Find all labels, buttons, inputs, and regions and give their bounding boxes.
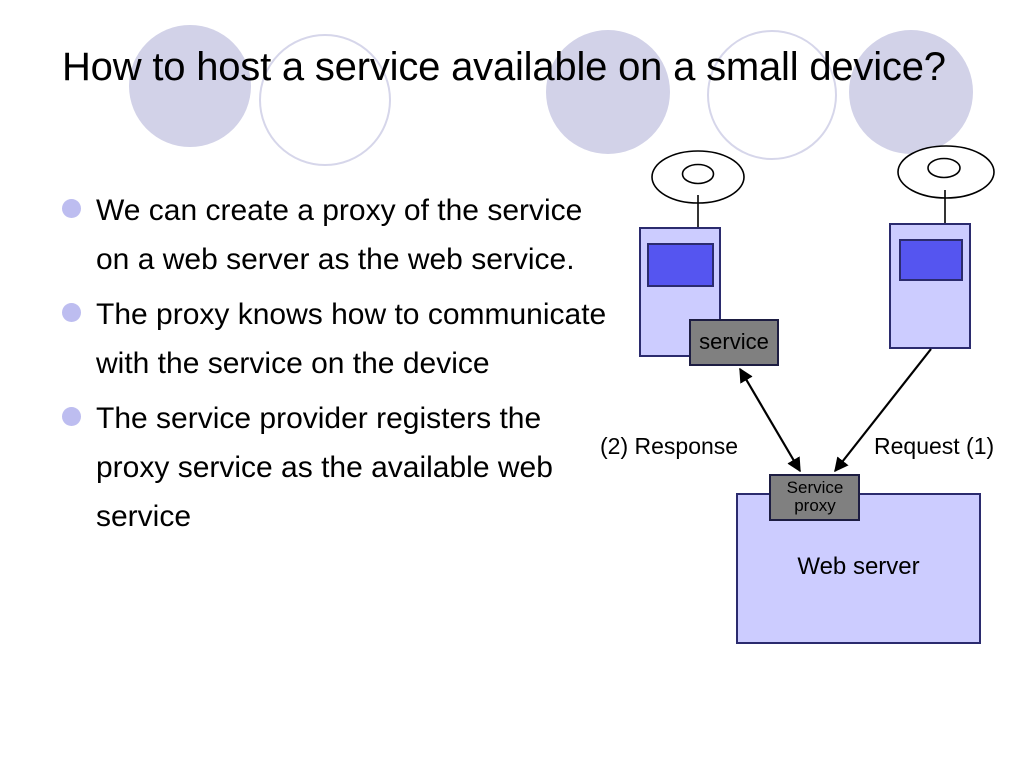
bullet-list: We can create a proxy of the service on … [62, 186, 622, 547]
bullet-dot-icon [62, 303, 81, 322]
bullet-text: We can create a proxy of the service on … [96, 194, 583, 276]
service-box-label: service [699, 329, 769, 354]
left-device-antenna-icon [651, 150, 745, 228]
service-proxy-box [769, 474, 860, 521]
bullet-text: The service provider registers the proxy… [96, 402, 553, 533]
right-device [889, 223, 971, 349]
web-server-label: Web server [797, 553, 920, 580]
bullet-dot-icon [62, 407, 81, 426]
request-connector [834, 348, 932, 473]
slide-title: How to host a service available on a sma… [62, 45, 946, 89]
response-connector [739, 367, 801, 473]
list-item: The proxy knows how to communicate with … [62, 290, 622, 388]
service-proxy-label: Service proxy [786, 478, 844, 516]
service-box [689, 319, 779, 366]
request-arrow-label: Request (1) [874, 433, 995, 459]
response-arrow-label: (2) Response [600, 433, 739, 459]
list-item: The service provider registers the proxy… [62, 394, 622, 541]
bullet-text: The proxy knows how to communicate with … [96, 298, 607, 380]
list-item: We can create a proxy of the service on … [62, 186, 622, 284]
left-device [639, 227, 721, 357]
bullet-dot-icon [62, 199, 81, 218]
right-device-antenna-icon [897, 145, 995, 224]
